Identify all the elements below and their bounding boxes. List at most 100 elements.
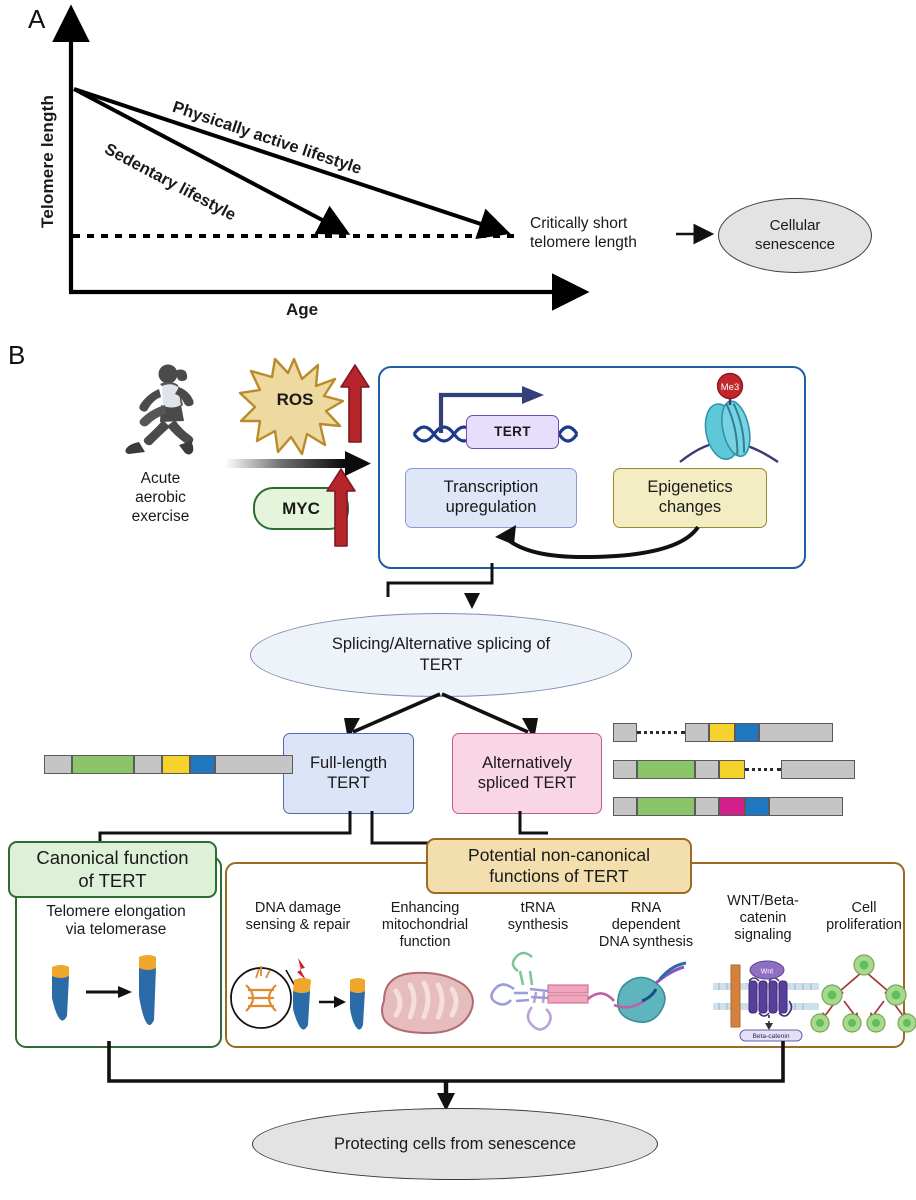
gene-segment — [709, 723, 735, 742]
canonical-function-caption: Telomere elongation via telomerase — [18, 903, 214, 940]
critical-threshold-line2: telomere length — [530, 234, 637, 252]
gene-segment — [719, 797, 745, 816]
full-length-line2: TERT — [327, 773, 370, 792]
noncanonical-item-caption-trna: tRNA synthesis — [492, 900, 584, 934]
critical-threshold-line1: Critically short — [530, 215, 628, 232]
item3-line1: RNA — [630, 900, 662, 916]
item5-line1: Cell — [851, 900, 877, 916]
variant-gene-diagram-1 — [613, 723, 833, 742]
noncanonical-item-caption-mitochondria: Enhancing mitochondrial function — [371, 900, 479, 951]
splicing-line1: Splicing/Alternative splicing of — [331, 635, 551, 654]
panel-a: A Telomere length Age Physically active … — [0, 0, 916, 335]
noncanonical-item-caption-dna-damage: DNA damage sensing & repair — [234, 900, 362, 934]
alternatively-spliced-tert-box: Alternatively spliced TERT — [452, 733, 602, 814]
epigenetics-to-transcription-arrow — [495, 525, 700, 560]
item4-line2: catenin — [739, 910, 787, 927]
critical-threshold-label: Critically short telomere length — [530, 214, 637, 253]
stimulus-caption: Acute aerobic exercise — [88, 470, 233, 527]
noncanonical-item-caption-rna-dna: RNA dependent DNA synthesis — [580, 900, 712, 951]
item0-line1: DNA damage — [254, 900, 342, 916]
epigenetics-line2: changes — [658, 498, 722, 516]
tert-gene-box: TERT — [466, 415, 559, 449]
noncanonical-item-caption-wnt: WNT/Beta- catenin signaling — [709, 893, 817, 944]
gene-segment — [759, 723, 833, 742]
item3-line3: DNA synthesis — [598, 934, 694, 951]
gene-segment — [215, 755, 293, 774]
item5-line2: proliferation — [826, 917, 902, 934]
trna-icon — [490, 951, 589, 1031]
canonical-caption-line2: via telomerase — [65, 921, 167, 939]
wnt-receptor-icon: Wnt Beta-catenin — [713, 960, 819, 1042]
transcription-upregulation-box: Transcription upregulation — [405, 468, 577, 528]
epigenetics-line1: Epigenetics — [647, 478, 733, 497]
tert-regulation-box — [378, 366, 806, 569]
gene-segment — [637, 797, 695, 816]
panel-a-label: A — [28, 4, 46, 34]
transcription-line1: Transcription — [443, 478, 539, 497]
canonical-caption-line1: Telomere elongation — [46, 903, 186, 920]
stimulus-line1: Acute — [140, 470, 181, 487]
noncanonical-header-line2: functions of TERT — [489, 866, 629, 886]
gene-segment — [745, 797, 769, 816]
item4-line1: WNT/Beta- — [727, 893, 799, 909]
gene-segment — [613, 723, 637, 742]
variant-gene-diagram-3 — [613, 797, 843, 816]
x-axis-label: Age — [286, 300, 319, 319]
cellular-senescence-line1: Cellular — [769, 217, 821, 235]
alt-spliced-line1: Alternatively — [482, 753, 572, 772]
epigenetics-changes-box: Epigenetics changes — [613, 468, 767, 528]
full-length-gene-diagram — [44, 755, 293, 774]
wnt-ligand-label: Wnt — [761, 969, 774, 976]
transcription-line2: upregulation — [445, 498, 537, 516]
panel-b: B Acute aerobic exercise ROS MYC — [0, 335, 916, 1200]
item4-line3: signaling — [734, 927, 792, 944]
gene-segment — [134, 755, 162, 774]
protecting-cells-ellipse: Protecting cells from senescence — [252, 1108, 658, 1180]
item3-line2: dependent — [611, 917, 681, 934]
gene-segment — [162, 755, 190, 774]
item2-line1: tRNA — [520, 900, 556, 916]
gene-segment — [613, 760, 637, 779]
canonical-function-header: Canonical function of TERT — [8, 841, 217, 898]
panel-b-label: B — [8, 340, 26, 370]
item1-line3: function — [399, 934, 451, 951]
canonical-header-line2: of TERT — [78, 869, 147, 891]
noncanonical-function-header: Potential non-canonical functions of TER… — [426, 838, 692, 894]
gene-segment — [685, 723, 709, 742]
item2-line2: synthesis — [507, 917, 569, 934]
stimulus-arrow — [225, 451, 371, 476]
stimulus-line3: exercise — [131, 507, 190, 525]
cell-division-icon — [810, 954, 916, 1033]
nucleus-to-splicing-connector — [386, 563, 494, 609]
gene-segment — [613, 797, 637, 816]
svg-text:Me3: Me3 — [721, 382, 739, 393]
stimulus-line2: aerobic — [135, 488, 186, 506]
full-length-tert-box: Full-length TERT — [283, 733, 414, 814]
telomere-elongation-icon — [52, 955, 156, 1026]
item1-line2: mitochondrial — [381, 917, 469, 934]
gene-segment — [769, 797, 843, 816]
ros-starburst-icon — [238, 357, 345, 456]
splicing-ellipse: Splicing/Alternative splicing of TERT — [250, 613, 632, 697]
variant-gene-diagram-2 — [613, 760, 855, 779]
myc-up-arrow-icon — [326, 468, 356, 547]
beta-catenin-label: Beta-catenin — [752, 1033, 789, 1040]
gene-segment — [781, 760, 855, 779]
runner-icon — [125, 364, 194, 455]
full-length-line1: Full-length — [309, 753, 388, 772]
gene-segment — [72, 755, 134, 774]
myc-label: MYC — [282, 498, 320, 518]
intron-dotted-line — [745, 768, 781, 771]
gene-segment — [695, 797, 719, 816]
gene-segment — [695, 760, 719, 779]
myc-capsule: MYC — [253, 487, 349, 530]
gene-segment — [719, 760, 745, 779]
rna-polymerase-icon — [587, 961, 687, 1023]
gene-segment — [190, 755, 215, 774]
mitochondrion-icon — [381, 971, 474, 1035]
item0-line2: sensing & repair — [245, 917, 351, 934]
cellular-senescence-line2: senescence — [754, 235, 836, 253]
histone-me3-icon: Me3 — [679, 372, 779, 463]
panel-a-axes — [52, 4, 715, 311]
gene-segment — [735, 723, 759, 742]
